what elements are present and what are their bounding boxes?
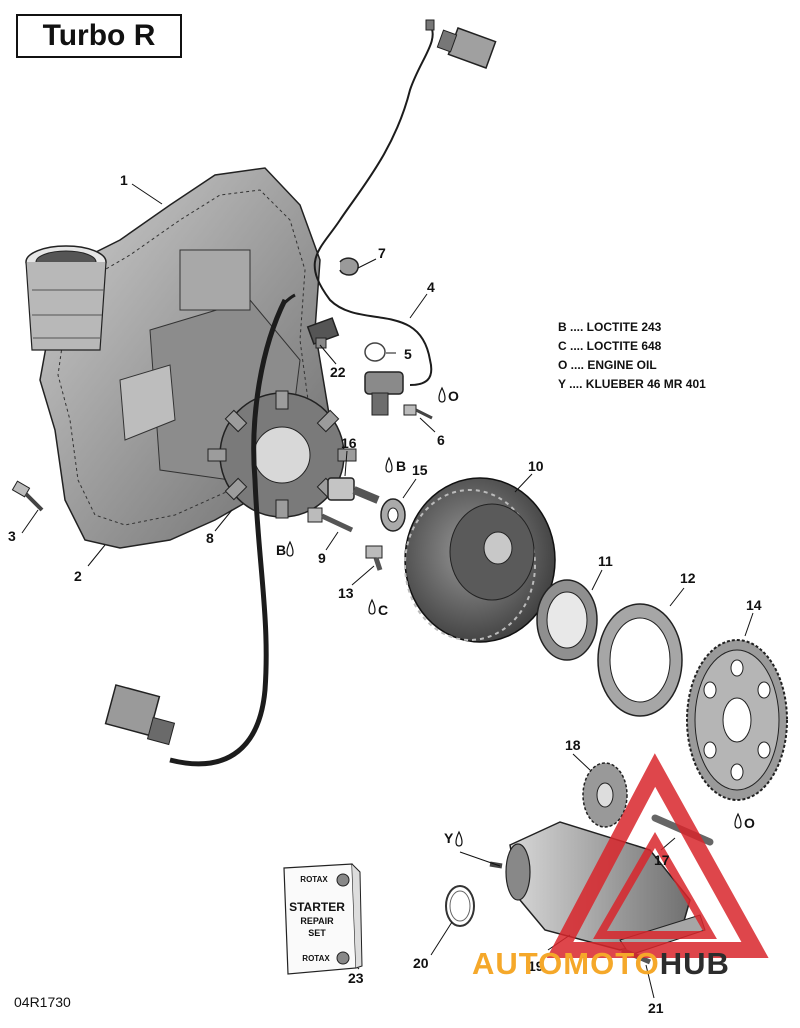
callout-20: 20: [413, 955, 429, 971]
callout-13: 13: [338, 585, 354, 601]
callout-14: 14: [746, 597, 762, 613]
callout-15: 15: [412, 462, 428, 478]
thrust-ring: [597, 603, 683, 717]
callout-10: 10: [528, 458, 544, 474]
lube-mark-17: O: [744, 815, 755, 831]
legend-item-b: B .... LOCTITE 243: [558, 320, 662, 334]
lubricant-drop-icons: [286, 386, 742, 847]
card-line-3: SET: [308, 928, 326, 938]
stator-wire-harness: [104, 293, 296, 767]
card-brand-bottom: ROTAX: [302, 954, 330, 963]
bolt-3: [11, 480, 44, 512]
callout-17: 17: [654, 852, 670, 868]
sensor-screw: [403, 404, 433, 420]
screw-13: [365, 545, 383, 571]
callout-2: 2: [74, 568, 82, 584]
housing-bore: [25, 245, 107, 351]
watermark-part-2: HUB: [659, 946, 730, 981]
card-brand-top: ROTAX: [300, 875, 328, 884]
callout-18: 18: [565, 737, 581, 753]
lube-mark-y: Y: [444, 830, 454, 846]
sensor-wire-harness: [313, 19, 497, 386]
callout-11: 11: [598, 553, 613, 569]
watermark-logo: [546, 753, 769, 958]
lube-mark-13: C: [378, 602, 389, 618]
lube-mark-6: O: [448, 388, 459, 404]
o-ring: [364, 342, 386, 362]
repair-set-card: [283, 863, 363, 975]
callout-1: 1: [120, 172, 128, 188]
callout-12: 12: [680, 570, 696, 586]
starter-o-ring: [445, 885, 475, 927]
watermark-part-1: AUTOMOTO: [472, 946, 660, 981]
diagram-code: 04R1730: [14, 994, 71, 1010]
wire-clip: [339, 257, 359, 276]
screw-9: [307, 507, 354, 533]
callout-9: 9: [318, 550, 326, 566]
model-title: Turbo R: [16, 14, 182, 58]
legend-item-c: C .... LOCTITE 648: [558, 339, 662, 353]
callout-21: 21: [648, 1000, 664, 1016]
one-way-clutch: [536, 579, 598, 661]
callout-6: 6: [437, 432, 445, 448]
watermark-text: AUTOMOTOHUB: [472, 946, 730, 982]
callout-7: 7: [378, 245, 386, 261]
crankshaft-position-sensor: [364, 371, 404, 416]
callout-8: 8: [206, 530, 214, 546]
flywheel-bolt: [327, 477, 380, 504]
starter-drive-gear: [686, 639, 788, 801]
washer: [380, 498, 406, 532]
lube-mark-9: B: [276, 542, 287, 558]
card-line-1: STARTER: [289, 900, 345, 914]
legend-item-o: O .... ENGINE OIL: [558, 358, 657, 372]
callout-5: 5: [404, 346, 412, 362]
lube-mark-16: B: [396, 458, 407, 474]
callout-19: 19: [528, 958, 544, 974]
callout-4: 4: [427, 279, 435, 295]
leader-lines: [21, 183, 754, 999]
lubricant-legend: B .... LOCTITE 243 C .... LOCTITE 648 O …: [558, 318, 706, 394]
stator: [207, 390, 357, 519]
sensor-22: [306, 317, 340, 349]
callout-16: 16: [341, 435, 357, 451]
card-line-2: REPAIR: [300, 916, 334, 926]
flywheel: [404, 477, 556, 643]
intermediate-gear: [582, 762, 628, 828]
legend-item-y: Y .... KLUEBER 46 MR 401: [558, 377, 706, 391]
callout-23: 23: [348, 970, 364, 986]
callout-3: 3: [8, 528, 16, 544]
callout-22: 22: [330, 364, 346, 380]
